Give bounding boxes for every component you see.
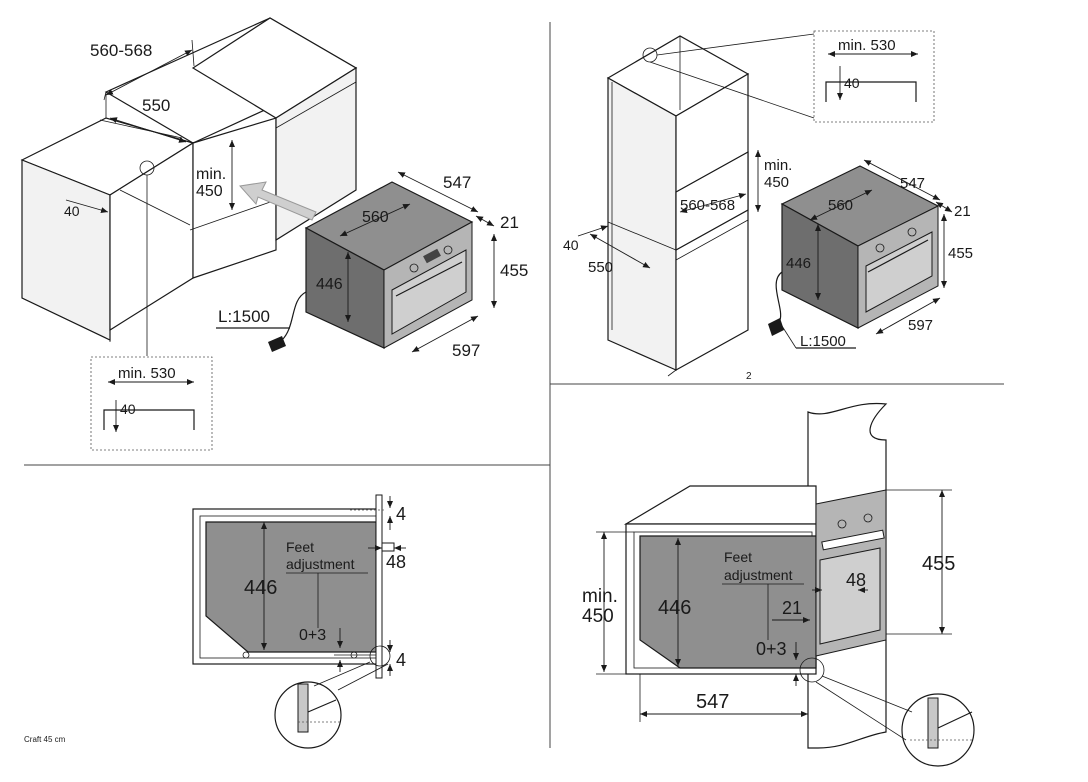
panel4-dim-min-line1: min.	[582, 586, 618, 607]
panel3-dim-bottom: 4	[396, 650, 406, 670]
panel2-dim-height: 455	[948, 245, 973, 262]
panel1-dim-40: 40	[64, 203, 80, 219]
panel1-dim-height: 455	[500, 261, 528, 280]
panel-2-tall-unit: min. 530 40 min. 450 560-568 40 550 547 …	[563, 30, 973, 382]
panel1-dim-width: 597	[452, 341, 480, 360]
panel4-dim-48: 48	[846, 570, 866, 590]
panel1-inset-min: min. 530	[118, 365, 176, 382]
panel2-dim-min-line2: 450	[764, 174, 789, 191]
panel4-dim-min-line2: 450	[582, 606, 614, 627]
panel2-inset-min: min. 530	[838, 37, 896, 54]
panel1-dim-depth: 550	[142, 96, 170, 115]
panel3-feet-line1: Feet	[286, 539, 314, 555]
panel4-dim-adjust: 0+3	[756, 639, 787, 659]
panel2-dim-depth: 550	[588, 259, 613, 276]
panel4-feet-line1: Feet	[724, 549, 752, 565]
panel2-dim-width-range: 560-568	[680, 197, 735, 214]
panel1-inset-box	[90, 356, 213, 451]
panel3-detail-circle	[274, 681, 342, 749]
panel4-dim-446: 446	[658, 597, 691, 619]
panel3-dim-adjust: 0+3	[299, 627, 326, 644]
panel3-footer: Craft 45 cm	[24, 735, 66, 744]
panel3-feet-line2: adjustment	[286, 556, 355, 572]
panel-3-side-section: 446 Feet adjustment 0+3 4 48 4 Craft 45 …	[24, 494, 406, 749]
panel1-dim-oven-inner: 560	[362, 209, 389, 226]
panel4-dim-21: 21	[782, 598, 802, 618]
insertion-arrow	[239, 181, 317, 221]
panel1-dim-front: 21	[500, 213, 519, 232]
panel4-dim-455: 455	[922, 553, 955, 575]
panel1-dim-min-line1: min.	[196, 166, 226, 183]
panel1-dim-width-range: 560-568	[90, 41, 152, 60]
panel4-dim-547: 547	[696, 691, 729, 713]
panel2-cable: L:1500	[800, 333, 846, 350]
panel-separators	[24, 22, 1004, 748]
panel2-inset-box	[813, 30, 935, 123]
panel-1-undercounter: 560-568 550 min. 450 40 547 560 21 455	[20, 17, 528, 451]
panel2-inset-40: 40	[844, 75, 860, 91]
panel2-dim-oven-depth: 547	[900, 175, 925, 192]
panel1-cable: L:1500	[218, 307, 270, 326]
panel1-dim-body-height: 446	[316, 276, 343, 293]
panel3-oven-section	[205, 521, 377, 653]
panel3-dim-top: 4	[396, 504, 406, 524]
panel4-oven-section	[639, 535, 817, 669]
panel2-dim-width: 597	[908, 317, 933, 334]
panel4-detail-circle	[901, 693, 975, 767]
panel2-dim-min-line1: min.	[764, 157, 792, 174]
panel2-page-number: 2	[746, 371, 752, 382]
panel-4-tall-section: min. 450 446 Feet adjustment 48 21 0+3 4…	[582, 402, 975, 767]
panel4-feet-line2: adjustment	[724, 567, 793, 583]
panel1-dim-oven-depth: 547	[443, 173, 471, 192]
panel3-dim-48: 48	[386, 552, 406, 572]
panel1-inset-40: 40	[120, 401, 136, 417]
panel1-dim-min-line2: 450	[196, 183, 223, 200]
panel3-dim-446: 446	[244, 577, 277, 599]
panel2-dim-front: 21	[954, 203, 971, 220]
panel2-dim-40: 40	[563, 237, 579, 253]
panel2-dim-body-height: 446	[786, 255, 811, 272]
